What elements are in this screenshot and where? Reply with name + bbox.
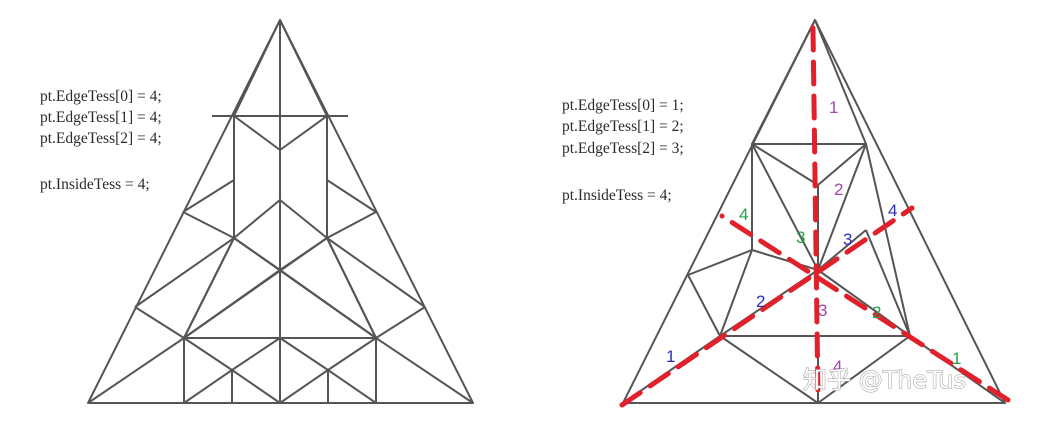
- number-label: 1: [666, 347, 675, 366]
- left-inside-tess: pt.InsideTess = 4;: [40, 176, 150, 193]
- left-edge-tess-1: pt.EdgeTess[1] = 4;: [40, 109, 162, 126]
- left-edge-tess-2: pt.EdgeTess[2] = 4;: [40, 130, 162, 147]
- right-edge-tess-1: pt.EdgeTess[1] = 2;: [562, 118, 684, 135]
- right-edge-tess-2: pt.EdgeTess[2] = 3;: [562, 140, 684, 157]
- left-triangle-mesh: [87, 19, 474, 404]
- number-label: 1: [952, 349, 961, 368]
- number-label: 4: [833, 357, 842, 376]
- number-label: 2: [756, 292, 765, 311]
- right-edge-tess-0: pt.EdgeTess[0] = 1;: [562, 97, 684, 114]
- right-inside-tess: pt.InsideTess = 4;: [562, 187, 672, 204]
- number-label: 3: [796, 228, 805, 247]
- watermark: 知乎 @TheTus: [803, 366, 966, 394]
- bisector-numbers: 1 2 3 4 1 2 3 4 1 2 3 4: [666, 98, 961, 376]
- number-label: 2: [834, 180, 843, 199]
- number-label: 3: [818, 301, 827, 320]
- number-label: 3: [843, 230, 852, 249]
- number-label: 2: [872, 303, 881, 322]
- left-edge-tess-0: pt.EdgeTess[0] = 4;: [40, 88, 162, 105]
- red-dashed-lines: [619, 25, 1011, 408]
- number-label: 4: [888, 201, 897, 220]
- number-label: 1: [829, 98, 838, 117]
- number-label: 4: [739, 205, 748, 224]
